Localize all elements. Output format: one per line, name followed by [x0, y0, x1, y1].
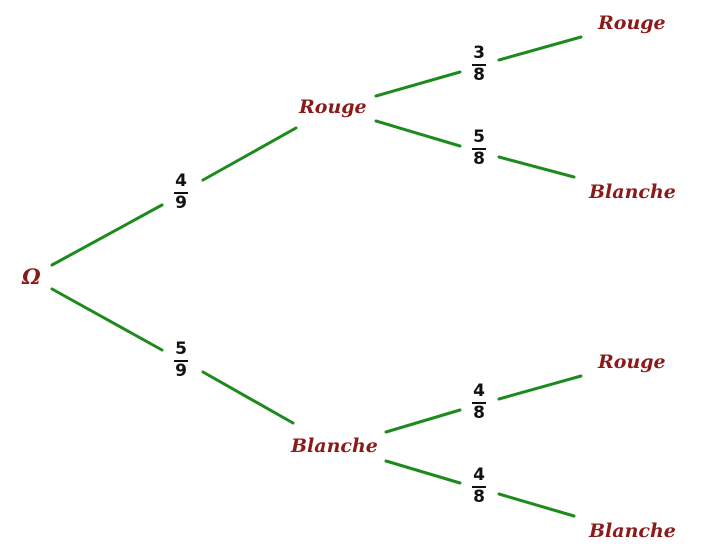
node-rouge-rouge: Rouge [598, 12, 666, 34]
prob-blanche-rouge: 4 8 [467, 383, 491, 422]
branch-root-blanche-a [50, 287, 164, 352]
prob-rouge-blanche: 5 8 [467, 129, 491, 168]
prob-rouge-denominator: 9 [175, 193, 187, 213]
prob-blanche-blanche-denominator: 8 [473, 487, 485, 507]
prob-blanche-blanche: 4 8 [467, 467, 491, 506]
prob-blanche-denominator: 9 [175, 361, 187, 381]
prob-rouge-numerator: 4 [175, 171, 187, 191]
branch-blanche-rouge-a [384, 408, 462, 434]
prob-blanche: 5 9 [169, 341, 193, 380]
node-rouge-blanche: Blanche [589, 181, 676, 203]
branch-blanche-blanche-a [384, 459, 462, 485]
prob-rouge-rouge-denominator: 8 [473, 65, 485, 85]
node-blanche: Blanche [291, 435, 378, 457]
prob-blanche-rouge-denominator: 8 [473, 403, 485, 423]
prob-blanche-blanche-numerator: 4 [473, 465, 485, 485]
fraction-bar [472, 402, 486, 404]
branch-rouge-blanche-a [374, 119, 462, 148]
node-blanche-rouge: Rouge [598, 351, 666, 373]
branch-rouge-blanche-b [497, 155, 576, 179]
node-blanche-blanche: Blanche [589, 520, 676, 542]
branch-rouge-rouge-b [497, 35, 583, 62]
prob-rouge-blanche-denominator: 8 [473, 149, 485, 169]
prob-rouge: 4 9 [169, 173, 193, 212]
root-omega: Ω [22, 264, 41, 289]
branch-root-rouge-a [50, 203, 164, 267]
branch-blanche-rouge-b [497, 374, 583, 401]
prob-rouge-rouge-numerator: 3 [473, 43, 485, 63]
prob-rouge-blanche-numerator: 5 [473, 127, 485, 147]
prob-blanche-rouge-numerator: 4 [473, 381, 485, 401]
prob-rouge-rouge: 3 8 [467, 45, 491, 84]
fraction-bar [174, 360, 188, 362]
fraction-bar [472, 148, 486, 150]
branch-root-rouge-b [201, 126, 298, 182]
node-rouge: Rouge [299, 96, 367, 118]
fraction-bar [174, 192, 188, 194]
fraction-bar [472, 64, 486, 66]
fraction-bar [472, 486, 486, 488]
branch-root-blanche-b [201, 370, 295, 425]
branch-rouge-rouge-a [374, 70, 462, 98]
prob-blanche-numerator: 5 [175, 339, 187, 359]
branch-blanche-blanche-b [497, 492, 576, 518]
